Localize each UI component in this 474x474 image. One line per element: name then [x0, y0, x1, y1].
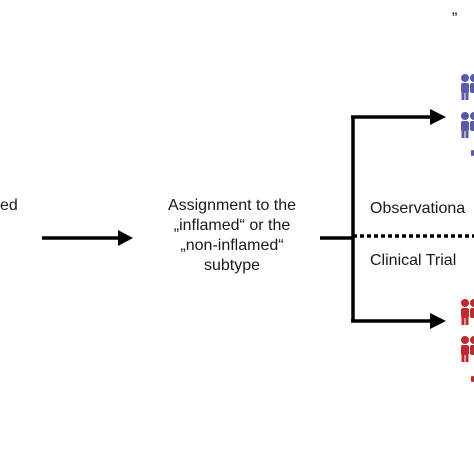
person-icon [470, 336, 474, 355]
person-icon [461, 336, 469, 362]
assignment-line-2: „inflamed“ or the [173, 217, 291, 234]
person-icon [461, 74, 469, 100]
top-fragment-text: „ [452, 1, 458, 18]
person-icon [470, 299, 474, 318]
person-group-upper-icon [461, 74, 474, 156]
person-icon-partial [471, 150, 474, 156]
assignment-line-1: Assignment to the [167, 197, 297, 214]
clinical-trial-label: Clinical Trial [370, 252, 457, 269]
person-icon [470, 74, 474, 93]
person-icon-partial [471, 376, 474, 382]
assignment-text: Assignment to the „inflamed“ or the „non… [142, 196, 322, 276]
assignment-line-3: „non-inflamed“ [180, 237, 284, 254]
person-icon [461, 112, 469, 138]
observational-label: Observationa [370, 200, 466, 217]
arrow-left-to-assignment [42, 230, 133, 246]
arrow-to-lower-group [351, 313, 446, 329]
person-group-lower-icon [461, 299, 474, 382]
assignment-line-4: subtype [203, 257, 261, 274]
person-icon [470, 112, 474, 131]
arrow-to-upper-group [351, 109, 446, 125]
left-fragment-text: ed [0, 197, 18, 214]
person-icon [461, 299, 469, 325]
